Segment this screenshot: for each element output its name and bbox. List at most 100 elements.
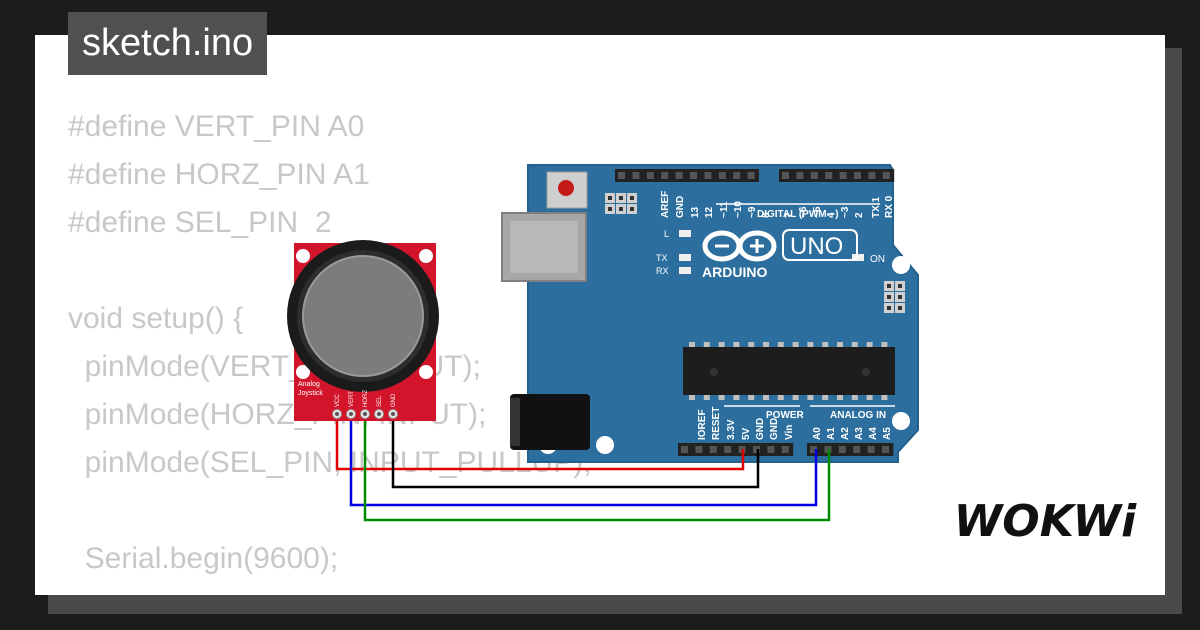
chip-pin	[689, 395, 695, 400]
digital-header-pin[interactable]	[839, 172, 847, 179]
digital-header-pin[interactable]	[796, 172, 804, 179]
chip-pin	[718, 395, 725, 400]
wire-gnd[interactable]	[391, 416, 760, 489]
chip-pin	[748, 342, 755, 347]
digital-header-pin[interactable]	[718, 172, 726, 179]
mount-hole	[596, 436, 614, 454]
pin-label: ~5	[812, 206, 823, 218]
pin-label: ~3	[840, 206, 851, 218]
chip-pin	[733, 395, 740, 400]
led-on	[852, 254, 864, 261]
analog-header-body	[807, 443, 894, 456]
chip-dot	[862, 368, 870, 376]
pin-label: RX 0	[884, 195, 895, 218]
analog-header-pin[interactable]	[867, 446, 875, 453]
digital-header-pin[interactable]	[704, 172, 712, 179]
digital-header-body	[779, 169, 895, 182]
analog-header-pin[interactable]	[838, 446, 846, 453]
digital-header-pin[interactable]	[882, 172, 890, 179]
digital-header-pin[interactable]	[675, 172, 683, 179]
icsp-pin-hole	[630, 196, 634, 200]
icsp-pin-hole	[887, 295, 891, 299]
chip-pin	[881, 395, 888, 400]
analog-header-pin[interactable]	[853, 446, 861, 453]
wires	[335, 416, 831, 522]
power-header-pin[interactable]	[724, 446, 732, 453]
chip-pin	[822, 395, 829, 400]
power-header-pin[interactable]	[709, 446, 717, 453]
model-label: UNO	[790, 233, 843, 260]
led-tx	[679, 254, 691, 261]
code-line: #define SEL_PIN 2	[68, 206, 332, 239]
digital-header-pin[interactable]	[810, 172, 818, 179]
pin-label: IOREF	[697, 409, 708, 440]
digital-header-pin[interactable]	[618, 172, 625, 179]
digital-header-pin[interactable]	[782, 172, 789, 179]
analog-header-pin[interactable]	[882, 446, 889, 453]
icsp-pin-hole	[898, 295, 902, 299]
digital-header	[615, 169, 895, 182]
digital-label: DIGITAL (PWM ~)	[757, 209, 839, 220]
power-header-pin[interactable]	[767, 446, 775, 453]
icsp-pin-hole	[619, 196, 623, 200]
joystick-knob[interactable]	[302, 255, 424, 377]
digital-header-pin[interactable]	[690, 172, 697, 179]
joystick-label-2: Joystick	[298, 390, 323, 397]
digital-header-pin[interactable]	[868, 172, 876, 179]
led-l-label: L	[664, 229, 669, 239]
pin-label: 13	[690, 206, 701, 218]
power-header-pin[interactable]	[781, 446, 789, 453]
chip-pin	[822, 342, 829, 347]
chip-pin	[851, 342, 858, 347]
arduino-logo-icon	[702, 230, 777, 262]
joystick-pin-label: VCC	[335, 394, 341, 407]
icsp-header-right	[884, 281, 905, 313]
pin-label: ~10	[733, 201, 744, 218]
chip-pin	[763, 395, 769, 400]
digital-header-pin[interactable]	[825, 172, 833, 179]
chip-pin	[703, 395, 710, 400]
pin-label: Vin	[784, 425, 795, 440]
wire-vert[interactable]	[349, 416, 818, 507]
chip-pin	[792, 342, 799, 347]
chip-pins	[689, 342, 888, 400]
chip-pin	[792, 395, 799, 400]
power-header-pin[interactable]	[681, 446, 688, 453]
joystick-pin-hole	[349, 412, 353, 416]
power-header-body	[678, 443, 794, 456]
pin-label: RESET	[711, 407, 722, 440]
digital-header-pin[interactable]	[733, 172, 741, 179]
icsp-pin-hole	[887, 306, 891, 310]
power-header-pin[interactable]	[695, 446, 703, 453]
code-line: void setup() {	[68, 302, 244, 335]
chip-pin	[837, 342, 843, 347]
analog-header-pin[interactable]	[810, 446, 817, 453]
wire-horz[interactable]	[363, 416, 831, 522]
mount-hole	[419, 249, 433, 263]
pin-label: 8	[761, 212, 772, 218]
digital-header-pin[interactable]	[854, 172, 861, 179]
wire-vcc[interactable]	[335, 416, 745, 471]
chip-pin	[763, 342, 769, 347]
digital-header-pin[interactable]	[661, 172, 669, 179]
led-tx-label: TX	[656, 253, 668, 263]
joystick-label-1: Analog	[298, 381, 320, 388]
file-tab[interactable]: sketch.ino	[68, 12, 268, 75]
power-header-pin[interactable]	[753, 446, 760, 453]
pin-label: AREF	[660, 191, 671, 218]
pin-label: GND	[675, 196, 686, 218]
digital-header-pin[interactable]	[632, 172, 640, 179]
reset-button[interactable]	[558, 180, 574, 196]
joystick-pin-label: GND	[391, 393, 397, 407]
brand-label: ARDUINO	[702, 264, 767, 280]
pin-label: ~6	[798, 206, 809, 218]
digital-header-pin[interactable]	[646, 172, 654, 179]
digital-header-pin[interactable]	[747, 172, 755, 179]
code-line: #define HORZ_PIN A1	[68, 158, 370, 191]
chip-pin	[807, 342, 814, 347]
pin-label: A0	[812, 427, 823, 440]
